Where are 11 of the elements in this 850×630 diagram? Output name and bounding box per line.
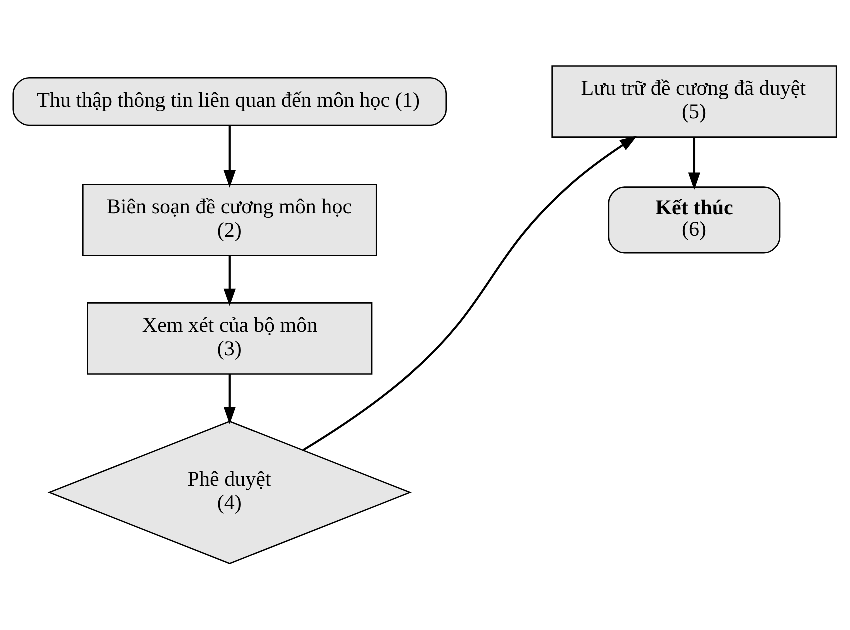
node-box: Lưu trữ đề cương đã duyệt (5) <box>552 66 838 138</box>
node-box: Kết thúc (6) <box>608 186 781 254</box>
node-box: Thu thập thông tin liên quan đến môn học (1) <box>12 77 448 126</box>
node-box: Biên soạn đề cương môn học (2) <box>82 184 378 256</box>
node-box: Xem xét của bộ môn (3) <box>87 302 373 375</box>
node-diamond: Phê duyệt (4) <box>48 420 412 564</box>
arrow <box>302 136 638 452</box>
arrow <box>224 126 236 188</box>
arrow <box>224 374 236 424</box>
arrow <box>224 256 236 306</box>
arrow <box>688 138 701 190</box>
